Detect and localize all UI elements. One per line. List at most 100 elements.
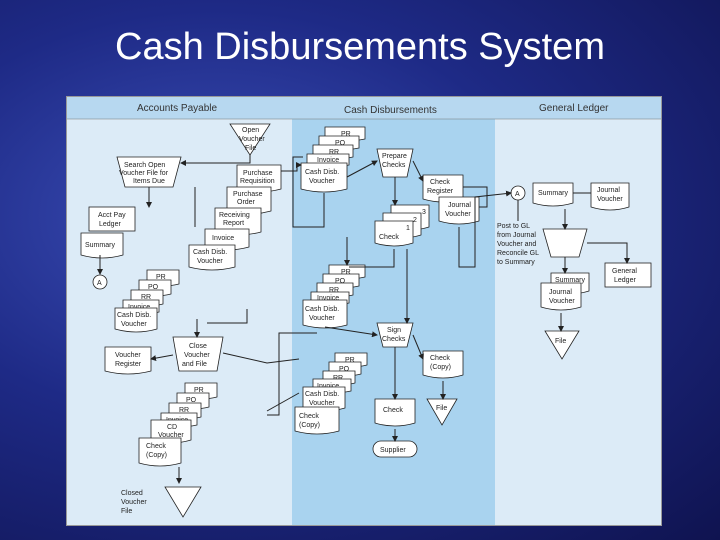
post-gl-process (542, 228, 588, 258)
open-voucher-file-l3: File (245, 145, 256, 152)
chk-copy-l2: (Copy) (146, 452, 167, 459)
cd-l1: CD (167, 424, 177, 431)
cdv2-l2: Voucher (121, 321, 147, 328)
jvgl2-l1: Journal (549, 289, 572, 296)
vr-l2: Register (115, 361, 142, 368)
file-gl-label: File (555, 338, 566, 345)
close-l3: and File (182, 361, 207, 368)
header-general-ledger: General Ledger (539, 103, 609, 114)
header-accounts-payable: Accounts Payable (137, 103, 217, 114)
closed-l2: Voucher (121, 499, 147, 506)
rr-2: RR (141, 294, 151, 301)
cc3-l2: (Copy) (430, 364, 451, 371)
journal-voucher-doc-gl2 (540, 282, 582, 311)
pr-2: PR (156, 274, 166, 281)
general-ledger-box (604, 262, 652, 288)
closed-voucher-file-storage (164, 486, 202, 518)
check-copy-doc (422, 350, 464, 379)
search-l2: Voucher File for (119, 170, 169, 177)
cdv-doc-l2: Voucher (197, 258, 223, 265)
rr-5: RR (329, 287, 339, 294)
po-6: PO (339, 366, 350, 373)
cr-l1: Check (430, 179, 450, 186)
cc3-l1: Check (430, 355, 450, 362)
rr-doc-l1: Receiving (219, 212, 250, 219)
post-l4: Reconcile GL (497, 250, 539, 257)
summary-gl: Summary (538, 190, 568, 197)
flowchart-panel: Accounts Payable Cash Disbursements Gene… (66, 96, 662, 526)
cdv5-l2: Voucher (309, 315, 335, 322)
jv-l1: Journal (448, 202, 471, 209)
search-l3: Items Due (133, 178, 165, 185)
open-voucher-file-l1: Open (242, 127, 259, 134)
acct-pay-ledger-box (88, 206, 136, 232)
pr-6: PR (345, 357, 355, 364)
flowchart-diagram: Accounts Payable Cash Disbursements Gene… (67, 97, 661, 525)
closed-l1: Closed (121, 490, 143, 497)
chk-copy2-l1: Check (299, 413, 319, 420)
open-voucher-file-storage (229, 123, 271, 156)
cdv2-l1: Cash Disb. (117, 312, 151, 319)
cdv6-l2: Voucher (309, 400, 335, 407)
invoice-4: Invoice (317, 157, 339, 164)
apl-l1: Acct Pay (98, 212, 126, 219)
cd-stack-3: PR PO RR Invoice Cash Disb. Voucher Chec… (294, 352, 368, 435)
file-cd-label: File (436, 405, 447, 412)
cd-l2: Voucher (158, 432, 184, 439)
post-l5: to Summary (497, 259, 535, 266)
gl-l1: General (612, 268, 637, 275)
connector-a-left-label: A (97, 280, 102, 287)
invoice-5: Invoice (317, 295, 339, 302)
prep-l1: Prepare (382, 153, 407, 160)
flow-lines (97, 155, 630, 484)
check-stack: 3 2 1 Check (374, 204, 430, 247)
ap-document-stack: Purchase Requisition Purchase Order Rece… (188, 164, 282, 271)
connector-a-left (92, 274, 108, 290)
chk-copy-l1: Check (146, 443, 166, 450)
prep-l2: Checks (382, 162, 406, 169)
cdv4-l2: Voucher (309, 178, 335, 185)
journal-voucher-doc (438, 196, 480, 225)
pr-doc-l1: Purchase (243, 170, 273, 177)
search-l1: Search Open (124, 162, 165, 169)
po-doc-l1: Purchase (233, 191, 263, 198)
cdv6-l1: Cash Disb. (305, 391, 339, 398)
summary-ap: Summary (85, 242, 115, 249)
check-num-1: 1 (406, 225, 410, 232)
cd-stack-2: PR PO RR Invoice Cash Disb. Voucher (302, 264, 366, 329)
jvgl-l2: Voucher (597, 196, 623, 203)
chk-copy2-l2: (Copy) (299, 422, 320, 429)
gl-l2: Ledger (614, 277, 636, 284)
po-3: PO (186, 397, 197, 404)
pr-4: PR (341, 131, 351, 138)
invoice-doc: Invoice (212, 235, 234, 242)
ap-stack-3: PR PO RR Invoice CD Voucher Check (Copy) (138, 382, 218, 467)
cdv5-l1: Cash Disb. (305, 306, 339, 313)
close-voucher-process (172, 336, 224, 372)
apl-l2: Ledger (99, 221, 121, 228)
close-l2: Voucher (184, 352, 210, 359)
jvgl-l1: Journal (597, 187, 620, 194)
rr-doc-l2: Report (223, 220, 244, 227)
check-label-stack: Check (379, 234, 399, 241)
pr-5: PR (341, 269, 351, 276)
pr-3: PR (194, 387, 204, 394)
cdv-doc-l1: Cash Disb. (193, 249, 227, 256)
invoice-6: Invoice (317, 383, 339, 390)
supplier-label: Supplier (380, 447, 406, 454)
open-voucher-file-l2: Voucher (239, 136, 265, 143)
rr-4: RR (329, 149, 339, 156)
check-num-2: 2 (413, 217, 417, 224)
po-2: PO (148, 284, 159, 291)
check-num-3: 3 (422, 209, 426, 216)
po-doc-l2: Order (237, 199, 256, 206)
ap-stack-2: PR PO RR Invoice Cash Disb. Voucher (114, 269, 180, 333)
connector-a-right-label: A (515, 191, 520, 198)
rr-3: RR (179, 407, 189, 414)
po-4: PO (335, 140, 346, 147)
post-l1: Post to GL (497, 223, 530, 230)
sign-l2: Checks (382, 336, 406, 343)
summary-doc-gl (532, 182, 574, 207)
header-cash-disbursements: Cash Disbursements (344, 105, 437, 116)
rr-6: RR (333, 375, 343, 382)
